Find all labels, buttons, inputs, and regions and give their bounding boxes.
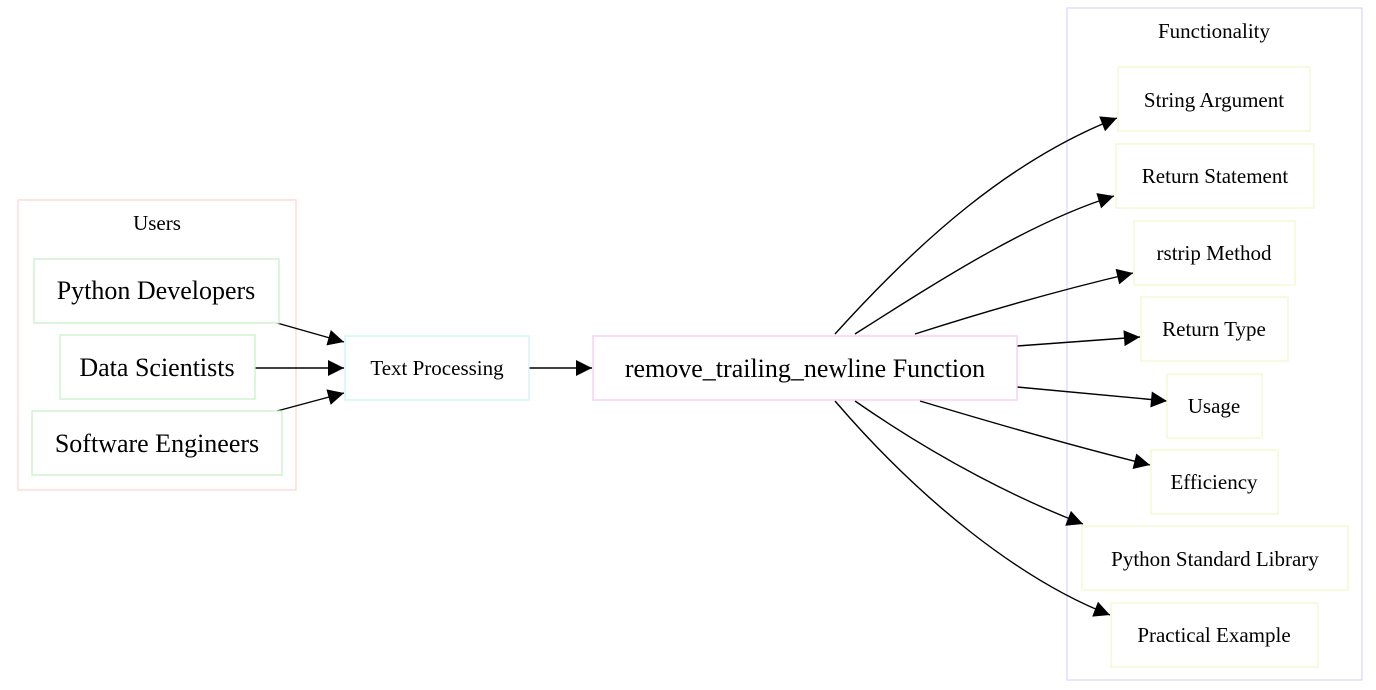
node-text-processing-label: Text Processing [370, 356, 504, 380]
node-rstrip-method-label: rstrip Method [1157, 241, 1272, 265]
node-python-developers[interactable]: Python Developers [33, 258, 280, 324]
nodes: Python Developers Data Scientists Softwa… [31, 66, 1349, 668]
node-python-standard-library-label: Python Standard Library [1111, 547, 1319, 571]
edge-function-to-practical-example [834, 400, 1111, 617]
cluster-functionality-border [1066, 7, 1363, 681]
edge-function-to-string-argument [834, 116, 1118, 335]
edges [255, 116, 1168, 617]
cluster-functionality: Functionality [1066, 7, 1363, 681]
edge-software-engineers-to-text-processing [276, 389, 345, 412]
node-string-argument-label: String Argument [1144, 88, 1284, 112]
node-usage[interactable]: Usage [1166, 373, 1263, 439]
node-practical-example[interactable]: Practical Example [1110, 602, 1319, 668]
cluster-users-border [17, 199, 297, 491]
cluster-functionality-label: Functionality [1158, 19, 1270, 43]
node-text-processing[interactable]: Text Processing [344, 335, 530, 401]
node-efficiency[interactable]: Efficiency [1150, 449, 1279, 515]
node-usage-label: Usage [1188, 394, 1240, 418]
edge-function-to-return-type [1016, 330, 1141, 347]
node-data-scientists-label: Data Scientists [79, 353, 234, 382]
node-software-engineers[interactable]: Software Engineers [31, 410, 283, 476]
node-return-statement-label: Return Statement [1142, 164, 1289, 188]
edge-function-to-usage [1016, 386, 1168, 408]
node-python-developers-label: Python Developers [57, 276, 256, 305]
node-data-scientists[interactable]: Data Scientists [59, 334, 256, 400]
edge-function-to-python-standard-library [854, 400, 1084, 526]
node-function-label: remove_trailing_newline Function [625, 354, 985, 383]
edge-function-to-efficiency [919, 400, 1151, 469]
node-return-type[interactable]: Return Type [1140, 296, 1289, 362]
edge-python-developers-to-text-processing [276, 322, 345, 346]
edge-function-to-rstrip-method [914, 268, 1134, 335]
node-efficiency-label: Efficiency [1170, 470, 1258, 494]
edge-function-to-return-statement [854, 193, 1115, 335]
cluster-users-label: Users [133, 211, 181, 235]
cluster-users: Users [17, 199, 297, 491]
node-software-engineers-label: Software Engineers [55, 429, 259, 458]
node-return-type-label: Return Type [1162, 317, 1266, 341]
node-return-statement[interactable]: Return Statement [1115, 143, 1315, 209]
node-practical-example-label: Practical Example [1137, 623, 1290, 647]
node-string-argument[interactable]: String Argument [1117, 66, 1311, 132]
node-function[interactable]: remove_trailing_newline Function [592, 335, 1018, 401]
node-python-standard-library[interactable]: Python Standard Library [1081, 525, 1349, 591]
node-rstrip-method[interactable]: rstrip Method [1133, 220, 1296, 286]
